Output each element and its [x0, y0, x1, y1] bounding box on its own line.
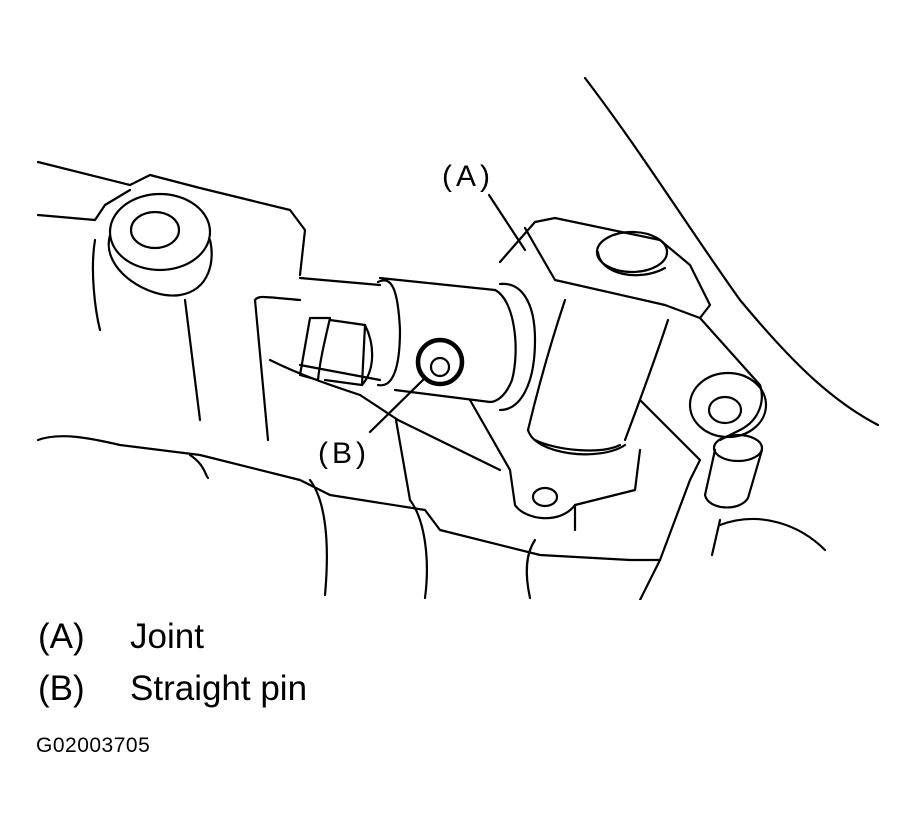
legend-label: Joint	[130, 617, 204, 656]
legend-label: Straight pin	[130, 669, 308, 708]
housing-rib-3	[253, 298, 270, 442]
lower-housing-curve	[308, 478, 328, 597]
right-post	[710, 518, 722, 557]
right-eye-inner	[707, 395, 743, 425]
legend-row-joint: (A) Joint	[38, 617, 638, 669]
joint-body-left	[526, 298, 567, 432]
sleeve-lip	[498, 282, 537, 412]
figure-code: G02003705	[36, 734, 151, 757]
joint-body-bottom	[526, 428, 627, 456]
housing-rib-1	[91, 238, 102, 332]
legend-row-straight-pin: (B) Straight pin	[38, 669, 638, 721]
joint-body-right	[623, 318, 670, 442]
callout-b: (B)	[318, 437, 370, 470]
joint-cap-top	[595, 230, 669, 274]
joint-cap-rim	[596, 250, 667, 277]
housing-top-edge	[36, 160, 307, 277]
lower-housing-rib	[188, 453, 210, 480]
lower-housing-face	[328, 493, 662, 562]
joint-yoke-face	[523, 226, 702, 320]
lower-housing-notch	[525, 538, 537, 600]
body-panel-outline	[583, 76, 880, 427]
sleeve-bottom	[393, 388, 492, 404]
housing-boss-side	[107, 233, 213, 297]
joint-yoke-top	[498, 216, 712, 320]
lower-housing-curve-2	[408, 498, 428, 600]
joint-body-inner	[533, 438, 622, 452]
joint-diagram: (A) (B)	[36, 76, 880, 600]
sleeve-end	[488, 288, 517, 404]
housing-boss-outer	[108, 192, 212, 272]
legend-mark: (B)	[38, 669, 85, 708]
sleeve-top	[378, 276, 497, 292]
housing-rib-2	[183, 298, 202, 422]
straight-pin-inner	[429, 356, 451, 378]
sleeve-outline	[376, 279, 402, 387]
callout-a: (A)	[442, 160, 494, 193]
straight-pin-outer	[415, 337, 465, 387]
housing-flange	[253, 295, 302, 302]
right-arm	[698, 316, 763, 442]
leader-line-a	[487, 193, 527, 252]
housing-left-edge	[36, 188, 132, 222]
right-pin	[703, 448, 764, 509]
lower-housing-top	[36, 435, 332, 497]
housing-boss-hole	[129, 210, 181, 250]
joint-bracket-hole	[531, 486, 559, 508]
right-lower-plate	[718, 517, 827, 552]
shaft-top	[298, 276, 382, 287]
legend-mark: (A)	[38, 617, 85, 656]
right-bracket	[638, 398, 702, 600]
lower-diagonal	[358, 393, 502, 472]
lower-diagonal-2	[394, 418, 412, 502]
legend: (A) Joint (B) Straight pin	[38, 617, 638, 721]
shaft-cover	[268, 358, 362, 397]
leader-line-b	[368, 376, 427, 434]
right-pin-top	[712, 433, 764, 463]
right-eye-outer	[688, 371, 768, 439]
shaft-ring-edge	[360, 323, 374, 387]
shaft-ring	[323, 318, 367, 387]
